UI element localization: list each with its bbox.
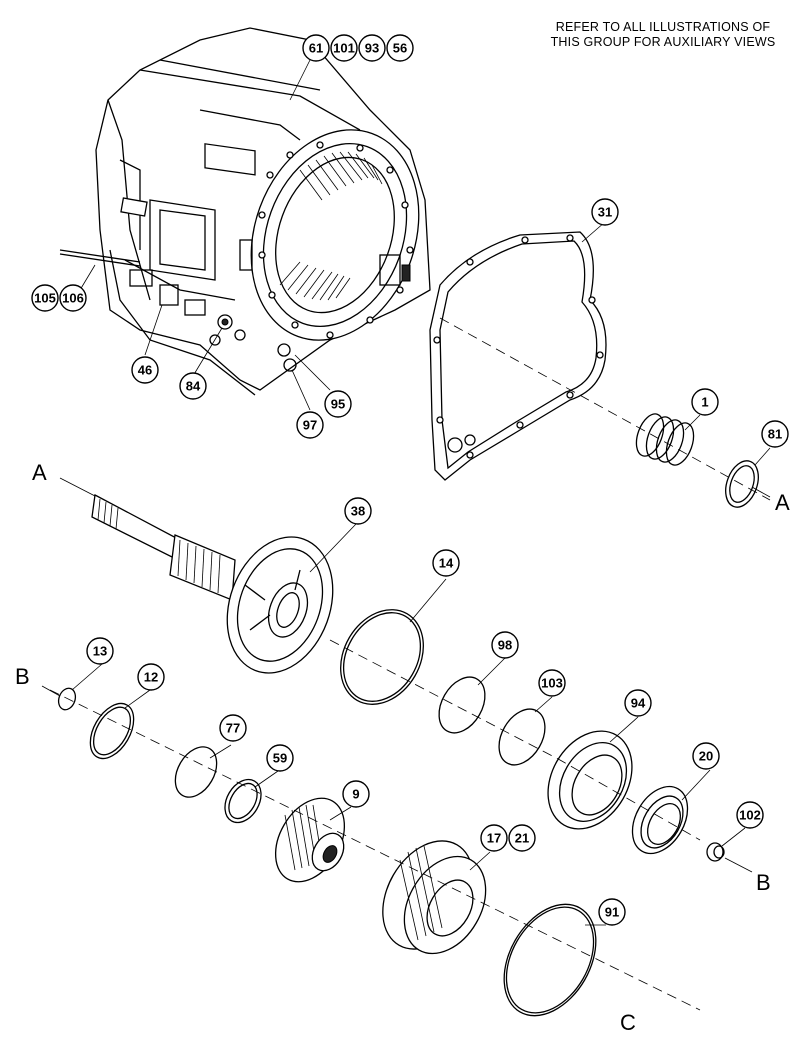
callout-106: 106 bbox=[59, 284, 87, 312]
gear-59 bbox=[274, 797, 346, 883]
callout-1: 1 bbox=[691, 388, 719, 416]
note-line-1: REFER TO ALL ILLUSTRATIONS OF bbox=[555, 20, 771, 34]
callout-13: 13 bbox=[86, 637, 114, 665]
callout-label: 21 bbox=[515, 831, 529, 846]
callout-label: 98 bbox=[498, 638, 512, 653]
callout-label: 103 bbox=[541, 676, 563, 691]
callout-61: 61 bbox=[302, 34, 330, 62]
callout-21: 21 bbox=[508, 824, 536, 852]
ring-77 bbox=[224, 778, 262, 824]
callout-59: 59 bbox=[266, 744, 294, 772]
ring-13 bbox=[89, 702, 135, 760]
callout-94: 94 bbox=[624, 689, 652, 717]
callout-46: 46 bbox=[131, 356, 159, 384]
callout-label: 77 bbox=[226, 721, 240, 736]
ref-a-right: A bbox=[775, 490, 790, 515]
callout-14: 14 bbox=[432, 549, 460, 577]
callout-38: 38 bbox=[344, 497, 372, 525]
callout-label: 12 bbox=[144, 670, 158, 685]
ring-103 bbox=[498, 708, 546, 766]
callout-101: 101 bbox=[330, 34, 358, 62]
callout-label: 101 bbox=[333, 41, 355, 56]
spring-1 bbox=[635, 413, 695, 466]
callout-label: 14 bbox=[439, 556, 454, 571]
callout-label: 105 bbox=[34, 291, 56, 306]
callout-label: 81 bbox=[768, 427, 782, 442]
callout-label: 93 bbox=[365, 41, 379, 56]
ref-a-left: A bbox=[32, 460, 47, 485]
callout-label: 13 bbox=[93, 644, 107, 659]
callout-label: 46 bbox=[138, 363, 152, 378]
callout-84: 84 bbox=[179, 372, 207, 400]
callout-31: 31 bbox=[591, 198, 619, 226]
ring-14 bbox=[340, 609, 424, 705]
note-line-2: THIS GROUP FOR AUXILIARY VIEWS bbox=[550, 35, 776, 49]
callout-12: 12 bbox=[137, 663, 165, 691]
callout-label: 59 bbox=[273, 751, 287, 766]
ring-12 bbox=[174, 746, 218, 798]
callout-label: 84 bbox=[186, 379, 201, 394]
callout-9: 9 bbox=[342, 780, 370, 808]
callout-77: 77 bbox=[219, 714, 247, 742]
seal-81 bbox=[725, 460, 759, 508]
ring-98 bbox=[438, 676, 486, 734]
callout-label: 61 bbox=[309, 41, 323, 56]
axis-lines bbox=[41, 317, 771, 1011]
callout-105: 105 bbox=[31, 284, 59, 312]
output-shaft-38 bbox=[91, 493, 334, 674]
transmission-housing bbox=[59, 27, 431, 396]
callout-17: 17 bbox=[480, 824, 508, 852]
callout-91: 91 bbox=[598, 898, 626, 926]
callout-93: 93 bbox=[358, 34, 386, 62]
bushing-102 bbox=[706, 842, 725, 862]
callout-97: 97 bbox=[296, 411, 324, 439]
callout-81: 81 bbox=[761, 420, 789, 448]
callout-label: 91 bbox=[605, 905, 619, 920]
callout-label: 9 bbox=[352, 787, 359, 802]
ref-b-right: B bbox=[756, 870, 771, 895]
callout-label: 95 bbox=[331, 397, 345, 412]
callout-label: 94 bbox=[631, 696, 646, 711]
callout-98: 98 bbox=[491, 631, 519, 659]
callout-95: 95 bbox=[324, 390, 352, 418]
callout-label: 106 bbox=[62, 291, 84, 306]
callout-label: 97 bbox=[303, 418, 317, 433]
ref-c: C bbox=[620, 1010, 636, 1035]
callout-102: 102 bbox=[736, 801, 764, 829]
callout-label: 20 bbox=[699, 749, 713, 764]
callout-103: 103 bbox=[538, 669, 566, 697]
gear-20 bbox=[631, 785, 689, 855]
gasket-31 bbox=[429, 231, 607, 481]
snap-ring-94 bbox=[57, 687, 77, 711]
callout-56: 56 bbox=[386, 34, 414, 62]
piston-21 bbox=[547, 730, 633, 830]
leader-lines bbox=[71, 59, 771, 926]
callout-balloons: 61 101 93 56 31 105 106 46 84 97 95 1 81 38 14 98 103 94 1… bbox=[31, 34, 789, 926]
callout-label: 31 bbox=[598, 205, 612, 220]
callout-label: 38 bbox=[351, 504, 365, 519]
callout-label: 1 bbox=[701, 395, 708, 410]
callout-label: 17 bbox=[487, 831, 501, 846]
callout-label: 56 bbox=[393, 41, 407, 56]
callout-label: 102 bbox=[739, 808, 761, 823]
ref-b-left: B bbox=[15, 664, 30, 689]
clutch-pack-9-17 bbox=[382, 840, 487, 955]
ring-91 bbox=[503, 903, 597, 1017]
auxiliary-views-note: REFER TO ALL ILLUSTRATIONS OF THIS GROUP… bbox=[528, 20, 798, 50]
callout-20: 20 bbox=[692, 742, 720, 770]
